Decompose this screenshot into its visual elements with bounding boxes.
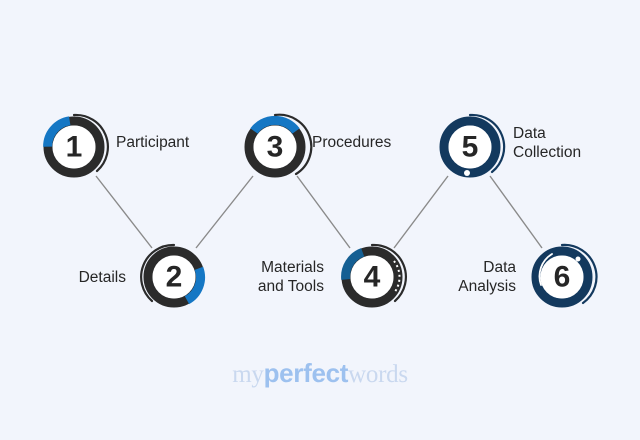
connector-5-6 <box>489 175 543 249</box>
step-4-ring-accent <box>341 248 365 280</box>
step-3-inner-disc <box>253 125 297 169</box>
step-3-ring-accent <box>250 115 300 134</box>
step-2-label: Details <box>78 269 126 286</box>
step-4-label: Materials and Tools <box>257 259 324 295</box>
connector-2-3 <box>195 175 254 249</box>
step-5-ring-outline <box>468 113 506 174</box>
step-5-number: 5 <box>462 131 479 164</box>
step-node-6[interactable]: 6 <box>531 243 598 308</box>
step-2-ring-accent <box>184 266 206 305</box>
step-1-label: Participant <box>116 134 190 151</box>
step-node-4[interactable]: 4 <box>341 243 407 308</box>
watermark-logo: myperfectwords <box>0 358 640 389</box>
step-node-5[interactable]: 5 <box>439 113 506 178</box>
step-4-number: 4 <box>364 261 381 294</box>
watermark-perfect: perfect <box>263 358 349 388</box>
connector-1-2 <box>95 175 153 249</box>
watermark-words: words <box>348 361 408 388</box>
watermark-my: my <box>232 361 264 388</box>
step-5-ring-dot <box>464 170 470 176</box>
step-6-ring-dot <box>575 256 581 262</box>
connector-lines <box>95 175 543 249</box>
step-6-label: Data Analysis <box>458 259 516 295</box>
step-3-ring-outline <box>273 113 313 176</box>
connector-4-5 <box>393 175 449 249</box>
step-3-label: Procedures <box>312 134 392 151</box>
step-6-number: 6 <box>554 261 571 294</box>
step-node-2[interactable]: 2 <box>140 243 206 308</box>
step-node-3[interactable]: 3 <box>244 113 313 178</box>
step-6-ring-outline <box>560 243 598 305</box>
step-6-ring-gap <box>538 253 553 286</box>
step-node-1[interactable]: 1 <box>43 113 109 178</box>
step-2-inner-disc <box>152 255 196 299</box>
step-5-inner-disc <box>448 125 492 169</box>
step-1-ring-accent <box>43 116 71 147</box>
step-6-ring-navy <box>531 246 593 308</box>
step-4-inner-disc <box>350 255 394 299</box>
step-6-inner-disc <box>540 255 584 299</box>
step-2-number: 2 <box>166 261 183 294</box>
step-1-inner-disc <box>52 125 96 169</box>
connector-3-4 <box>296 175 351 249</box>
step-4-ring-outline <box>370 243 407 303</box>
step-1-ring-outline <box>72 113 109 173</box>
step-5-label: Data Collection <box>513 125 582 161</box>
step-3-number: 3 <box>267 131 284 164</box>
step-1-ring-dark <box>43 116 105 178</box>
step-1-number: 1 <box>66 131 83 164</box>
step-2-ring-outline <box>140 243 176 303</box>
step-4-ring-dotted <box>393 260 401 294</box>
